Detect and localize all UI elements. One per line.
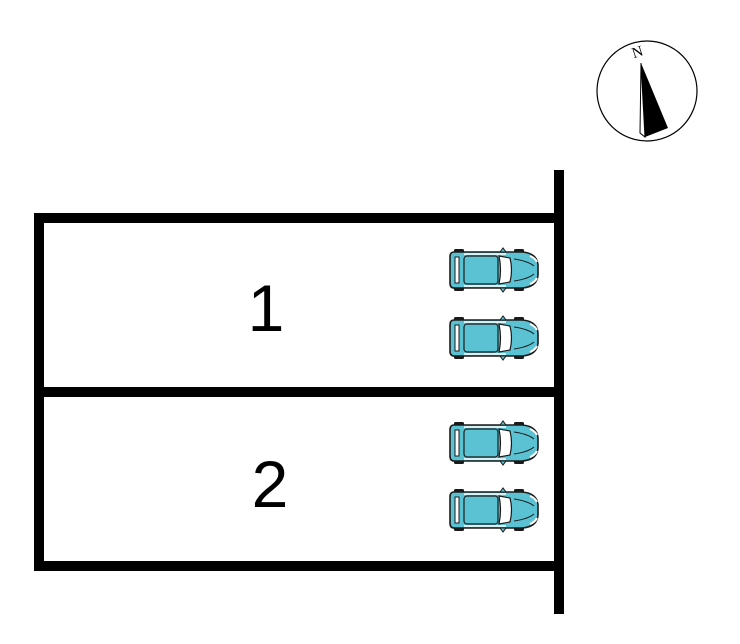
lot-label: 2 — [252, 447, 289, 521]
lot-label: 1 — [248, 271, 285, 345]
lot-boundaries — [34, 170, 564, 614]
car-icon — [449, 487, 539, 533]
lot-2: 2 — [252, 420, 539, 533]
north-arrow-icon — [639, 62, 668, 139]
compass: N — [596, 40, 698, 142]
car-icon — [449, 247, 539, 293]
compass-north-label: N — [630, 43, 645, 62]
lot-1: 1 — [248, 247, 539, 361]
car-icon — [449, 420, 539, 466]
car-icon — [449, 315, 539, 361]
